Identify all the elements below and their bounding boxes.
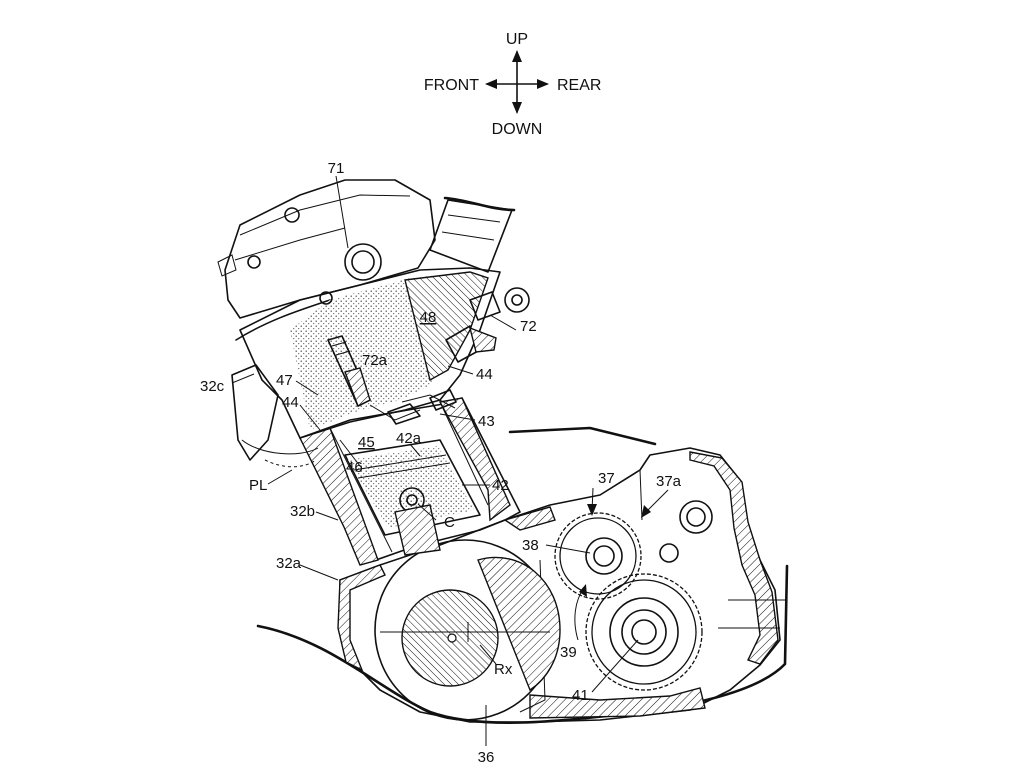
callout-36: 36 [478, 749, 495, 766]
callout-47: 47 [276, 372, 293, 389]
callout-32a: 32a [276, 555, 302, 572]
callout-44-front: 44 [282, 394, 299, 411]
callout-72a: 72a [362, 352, 388, 369]
callout-48: 48 [420, 309, 437, 326]
callout-32b: 32b [290, 503, 315, 520]
callout-PL: PL [249, 477, 267, 494]
callout-45: 45 [358, 434, 375, 451]
direction-up-label: UP [506, 31, 528, 48]
direction-front-label: FRONT [424, 77, 479, 94]
callout-38: 38 [522, 537, 539, 554]
transmission-gears [555, 501, 712, 690]
crankshaft [375, 540, 560, 720]
callout-32c: 32c [200, 378, 225, 395]
callout-37: 37 [598, 470, 615, 487]
callout-C: C [444, 514, 455, 531]
direction-rear-label: REAR [557, 77, 601, 94]
callout-43: 43 [478, 413, 495, 430]
direction-down-label: DOWN [492, 121, 543, 138]
callout-Rx: Rx [494, 661, 513, 678]
callout-37a: 37a [656, 473, 682, 490]
callout-42a: 42a [396, 430, 422, 447]
callout-39: 39 [560, 644, 577, 661]
callout-42: 42 [492, 477, 509, 494]
callout-72: 72 [520, 318, 537, 335]
callout-44-rear: 44 [476, 366, 493, 383]
callout-46: 46 [346, 459, 363, 476]
callout-41: 41 [572, 687, 589, 704]
direction-compass: UP DOWN FRONT REAR [424, 31, 602, 138]
callout-71: 71 [328, 160, 345, 177]
